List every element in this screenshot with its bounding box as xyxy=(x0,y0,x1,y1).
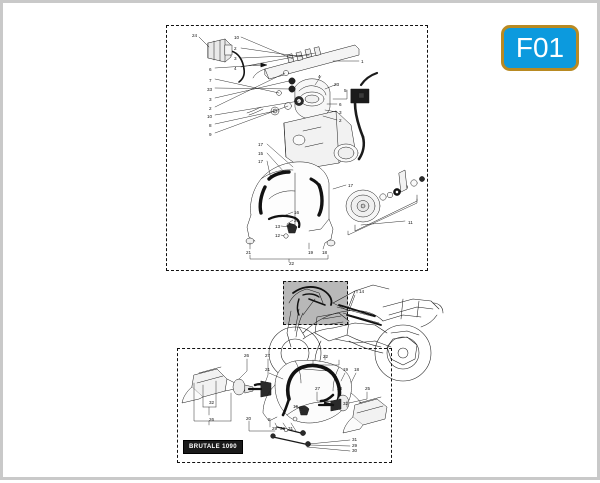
callout-number: 24 xyxy=(192,33,198,38)
callout-number: 6 xyxy=(209,67,212,72)
callout-number: 22 xyxy=(323,354,329,359)
callout-number: 17 xyxy=(348,183,354,188)
callout-number: 6 xyxy=(339,102,342,107)
callout-number: 5 xyxy=(344,88,347,93)
callout-number: 26 xyxy=(209,417,215,422)
callout-number: 3 xyxy=(234,56,237,61)
callout-number: 9 xyxy=(209,132,212,137)
callout-number: 2 xyxy=(339,118,342,123)
callout-number: 31 xyxy=(352,437,358,442)
callout-number: 1 xyxy=(361,59,364,64)
technical-line-art xyxy=(181,36,444,452)
callout-number: 29 xyxy=(272,426,278,431)
callout-number: 3 xyxy=(339,110,342,115)
callout-number: 17 xyxy=(258,159,264,164)
callout-number: 7 xyxy=(209,78,212,83)
callout-number: 19 xyxy=(308,250,314,255)
callout-number: 27 xyxy=(315,386,321,391)
callout-number: 22 xyxy=(289,261,295,266)
callout-number: 16 xyxy=(294,210,300,215)
callout-number: 20 xyxy=(246,416,252,421)
callout-number: 10 xyxy=(234,35,240,40)
callout-number: 8 xyxy=(209,123,212,128)
callout-number: 28 xyxy=(337,386,343,391)
callout-number: 15 xyxy=(258,151,264,156)
callout-number: 32 xyxy=(209,400,215,405)
callout-number: 13 xyxy=(275,224,281,229)
callout-number: 2 xyxy=(209,106,212,111)
callout-number: 20 xyxy=(294,218,300,223)
callout-number: 4 xyxy=(234,66,237,71)
callout-number: 23 xyxy=(334,82,340,87)
model-tag: BRUTALE 1090 xyxy=(183,440,244,454)
figure-badge: F01 xyxy=(501,25,579,71)
callout-number: 12 xyxy=(275,233,281,238)
callout-number: 17 xyxy=(258,142,264,147)
figure-badge-label: F01 xyxy=(515,32,565,63)
callout-number: 27 xyxy=(265,353,271,358)
callout-number: 32 xyxy=(343,401,349,406)
callout-number: 10 xyxy=(207,114,213,119)
bottom-assembly-panel xyxy=(177,348,392,463)
callout-number: 30 xyxy=(280,426,286,431)
callout-number: 30 xyxy=(352,448,358,453)
callout-number: 21 xyxy=(246,250,252,255)
top-assembly-panel xyxy=(166,25,428,271)
callout-number: 14 xyxy=(359,289,365,294)
callout-number: 4 xyxy=(318,74,321,79)
callout-number: 11 xyxy=(408,220,413,225)
callout-number: 19 xyxy=(343,367,349,372)
callout-number: 25 xyxy=(365,386,371,391)
callout-number: 16 xyxy=(293,404,299,409)
callout-number: 18 xyxy=(354,367,360,372)
callout-number: 18 xyxy=(322,250,328,255)
callout-number: 21 xyxy=(265,367,271,372)
callout-number: 2 xyxy=(234,46,237,51)
callout-number: 29 xyxy=(352,443,358,448)
callout-number: 3 xyxy=(209,97,212,102)
callout-number: 33 xyxy=(207,87,213,92)
callout-number: 8 xyxy=(268,417,271,422)
callout-number: 31 xyxy=(288,426,294,431)
middle-detail-box xyxy=(283,281,348,325)
callout-number: 26 xyxy=(244,353,250,358)
